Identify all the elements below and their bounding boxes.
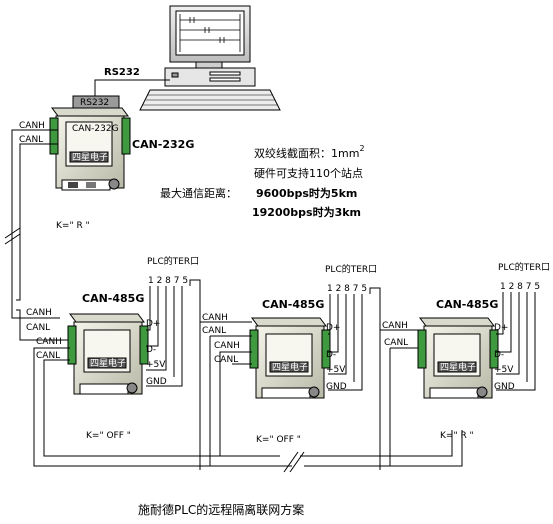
module-2-canl-out: CANL	[214, 355, 238, 365]
can-485g-module-2: CAN-485G 四星电子 K=" OFF " PLC的TER口 1 2 8 7…	[202, 263, 377, 445]
canh-bus-bottom-1	[33, 347, 292, 467]
monitor-screen	[175, 10, 245, 56]
converter-name: CAN-232G	[132, 138, 194, 151]
converter-canh-label: CANH	[19, 121, 45, 131]
module-3-pins: 1 2 8 7 5	[500, 282, 540, 292]
converter-terminal-right	[121, 117, 131, 155]
spec-station-count: 硬件可支持110个站点	[254, 166, 363, 180]
module-3-brand: 四星电子	[440, 361, 476, 373]
module-2-canl-in: CANL	[202, 326, 226, 336]
module-3-canl-in: CANL	[384, 338, 408, 348]
module-3-dminus: D-	[494, 350, 504, 360]
can-232g-device: RS232 CAN-232G 四星电子 CAN-232G K=" R "	[49, 95, 194, 231]
converter-face-label: CAN-232G	[72, 124, 119, 134]
module-1-5v: +5V	[146, 360, 166, 370]
module-3-k-value: K=" R "	[440, 431, 474, 441]
spec-distance-19200: 19200bps时为3km	[252, 205, 361, 219]
module-2-k-value: K=" OFF "	[256, 435, 301, 445]
module-2-name: CAN-485G	[262, 298, 324, 311]
module-1-dminus: D-	[146, 345, 156, 355]
module-2-canh-in: CANH	[202, 313, 228, 323]
converter-k-value: K=" R "	[56, 221, 90, 231]
module-3-5v: +5V	[494, 365, 514, 375]
module-2-gnd: GND	[326, 382, 347, 392]
module-3-plc-label: PLC的TER口	[498, 261, 550, 273]
converter-rotary-knob	[108, 178, 120, 190]
module-3-name: CAN-485G	[436, 298, 498, 311]
break-mark	[4, 227, 21, 239]
module-1-dplus: D+	[146, 319, 160, 329]
module-3-dplus: D+	[494, 323, 508, 333]
module-3-canh-in: CANH	[382, 321, 408, 331]
computer	[139, 5, 281, 111]
module-1-canh-in: CANH	[26, 308, 52, 318]
module-1-canl-in: CANL	[26, 323, 50, 333]
module-3-gnd: GND	[494, 382, 515, 392]
canh-bus-bottom-2	[304, 430, 463, 467]
module-1-plc-label: PLC的TER口	[147, 255, 199, 267]
module-2-canh-out: CANH	[214, 341, 240, 351]
module-1-pins: 1 2 8 7 5	[148, 276, 188, 286]
db9-port-label: RS232	[80, 98, 109, 108]
module-3-terminal-left	[417, 329, 427, 369]
diagram-caption: 施耐德PLC的远程隔离联网方案	[138, 502, 304, 517]
spec-notes: 双绞线截面积：1mm2 硬件可支持110个站点 最大通信距离： 9600bps时…	[160, 144, 365, 219]
converter-terminal-left	[49, 117, 59, 155]
ladder-graphic	[179, 14, 241, 52]
converter-canl-label: CANL	[19, 135, 43, 145]
module-2-dplus: D+	[326, 323, 340, 333]
spec-distance-label: 最大通信距离：	[160, 186, 237, 200]
module-2-dminus: D-	[326, 350, 336, 360]
module-1-brand: 四星电子	[90, 357, 126, 369]
module-3-terminal-right	[489, 329, 499, 369]
module-2-5v: +5V	[326, 365, 346, 375]
module-1-terminal-left	[67, 325, 77, 365]
module-2-plc-label: PLC的TER口	[325, 263, 377, 275]
canl-bus-bottom-2	[300, 430, 453, 457]
break-mark-bottom	[283, 451, 299, 473]
module-1-k-value: K=" OFF "	[86, 431, 131, 441]
canl-trunk-left	[16, 143, 70, 341]
module-1-canh-out: CANH	[36, 337, 62, 347]
canl-bus-bottom-1	[43, 359, 280, 457]
spec-distance-9600: 9600bps时为5km	[256, 186, 357, 200]
module-2-pins: 1 2 8 7 5	[327, 284, 367, 294]
module-2-brand: 四星电子	[272, 361, 308, 373]
module-1-gnd: GND	[146, 377, 167, 387]
rs232-label: RS232	[104, 67, 140, 78]
rs232-cable	[94, 79, 170, 98]
module-1-terminal-right	[139, 325, 149, 365]
canh-trunk-left	[11, 129, 60, 319]
module-2-terminal-left	[249, 329, 259, 369]
can-485g-module-1: CAN-485G 四星电子 K=" OFF " PLC的TER口 1 2 8 7…	[26, 255, 199, 441]
can-485g-module-3: CAN-485G 四星电子 K=" R " PLC的TER口 1 2 8 7 5…	[382, 261, 550, 441]
converter-brand: 四星电子	[72, 151, 108, 163]
module-2-terminal-right	[321, 329, 331, 369]
module-1-canl-out: CANL	[36, 351, 60, 361]
module-1-name: CAN-485G	[82, 292, 144, 305]
spec-wire-section: 双绞线截面积：1mm2	[254, 144, 365, 160]
